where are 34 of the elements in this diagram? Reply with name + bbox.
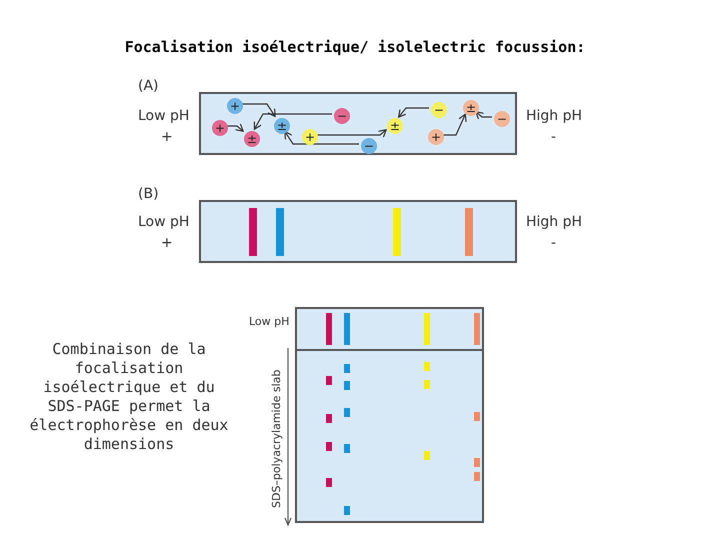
arrow [442, 114, 467, 136]
axis-label: SDS–polyacrylamide slab [270, 368, 283, 510]
charged-particle: + [428, 129, 444, 145]
ph-label: Low pH [249, 315, 290, 328]
charged-particle: − [361, 138, 377, 154]
ph-label: Low pH [138, 108, 190, 124]
electrode-sign: + [161, 235, 173, 251]
diagram-title: Focalisation isoélectrique/ isolelectric focussion: [124, 38, 586, 56]
caption-text: Combinaison de la focalisation isoélectrique et du SDS-PAGE permet la électrophorèse en deux dimensions [28, 340, 230, 454]
arrow [284, 130, 359, 145]
charged-particle: ± [387, 118, 403, 134]
arrow [254, 113, 332, 130]
arrow [475, 111, 492, 120]
arrow [398, 107, 429, 118]
electrode-sign: + [161, 129, 173, 145]
charged-particle: + [302, 129, 318, 145]
charged-particle: − [334, 108, 350, 124]
charged-particle: − [494, 111, 510, 127]
ph-label: High pH [526, 214, 582, 230]
electrode-sign: - [551, 235, 556, 251]
electrode-sign: - [551, 129, 556, 145]
ph-label: Low pH [138, 214, 190, 230]
arrow [226, 123, 244, 132]
panel-heading: (B) [138, 186, 159, 202]
charged-particle: + [227, 98, 243, 114]
charged-particle: ± [463, 100, 479, 116]
ph-label: High pH [526, 108, 582, 124]
panel-heading: (A) [138, 78, 159, 94]
charged-particle: − [431, 102, 447, 118]
charged-particle: ± [244, 131, 260, 147]
charged-particle: + [212, 120, 228, 136]
arrow [241, 103, 276, 118]
arrow [316, 129, 387, 138]
charged-particle: ± [274, 118, 290, 134]
